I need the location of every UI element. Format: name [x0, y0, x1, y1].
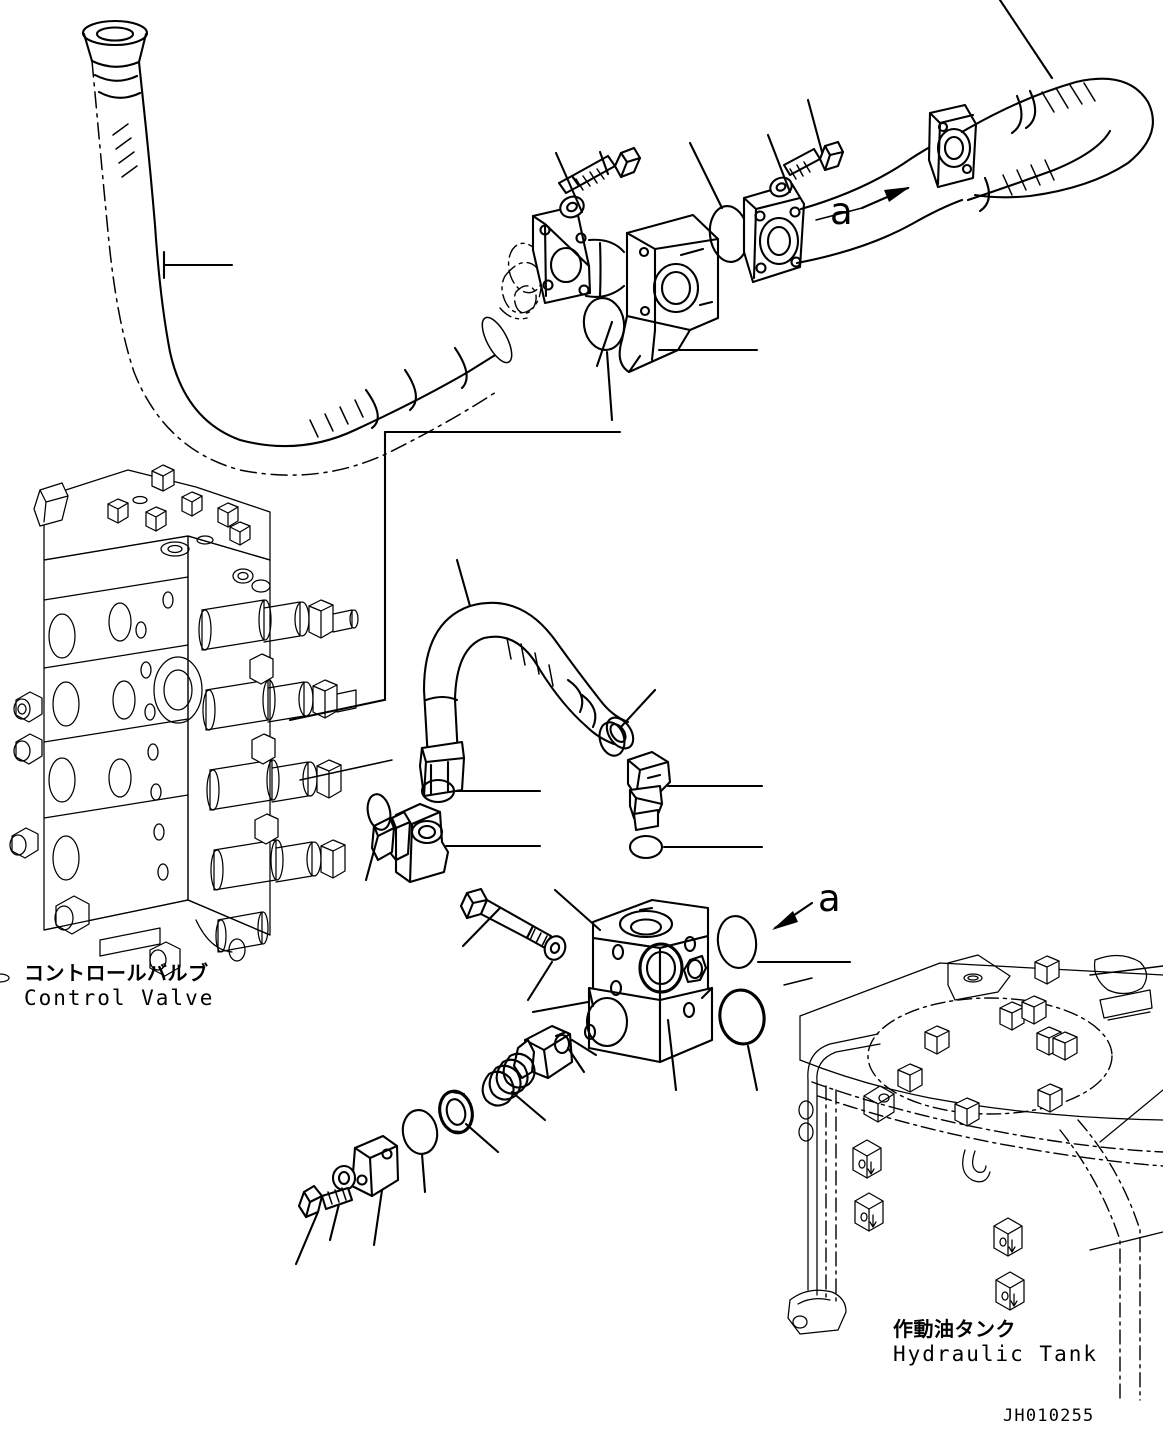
callout-a-mid: a	[818, 877, 841, 920]
washer-valve	[526, 935, 567, 1002]
label-control-valve: コントロールバルブ Control Valve	[24, 961, 215, 1010]
o-ring-valve-lower	[718, 988, 766, 1092]
control-valve-label-jp: コントロールバルブ	[24, 961, 209, 985]
o-ring-elbow-left-small	[364, 793, 392, 882]
valve-body-block	[531, 888, 714, 1092]
o-ring-valve-top	[628, 834, 764, 860]
elbow-fitting-right	[626, 750, 764, 832]
hex-bolt-right	[782, 140, 845, 180]
o-ring-elbow-right	[598, 688, 657, 757]
control-valve-label-en: Control Valve	[24, 985, 215, 1010]
hydraulic-tank-label-en: Hydraulic Tank	[893, 1341, 1099, 1366]
elbow-block-upper	[531, 146, 759, 374]
control-valve-assembly	[9, 464, 393, 977]
hydraulic-tank-assembly	[0, 954, 1163, 1401]
o-ring-elbow-under	[582, 297, 626, 422]
spring	[481, 1052, 547, 1122]
o-ring-hose-left	[420, 778, 542, 804]
elbow-fitting-left	[370, 802, 542, 884]
label-hydraulic-tank: 作動油タンク Hydraulic Tank	[893, 1317, 1099, 1366]
return-hose-upper-left	[81, 19, 513, 476]
long-hex-bolt	[459, 887, 553, 950]
bolt-cap	[294, 1184, 354, 1266]
hose-center	[418, 558, 635, 798]
end-cap	[350, 1134, 400, 1247]
o-ring-valve-face	[716, 915, 852, 969]
seat-ring	[438, 1089, 500, 1154]
flange-plate-right	[742, 98, 845, 284]
poppet	[512, 1024, 598, 1080]
drawing-number: JH010255	[1003, 1406, 1095, 1426]
callout-a-mid-arrow	[772, 901, 814, 930]
hydraulic-tank-label-jp: 作動油タンク	[893, 1317, 1016, 1341]
callout-a-top: a	[830, 190, 853, 233]
tube-elbow-right	[795, 103, 978, 265]
callout-a-top-arrow	[815, 186, 910, 221]
return-hose-upper-right	[960, 0, 1154, 213]
o-ring-cap	[401, 1109, 439, 1194]
